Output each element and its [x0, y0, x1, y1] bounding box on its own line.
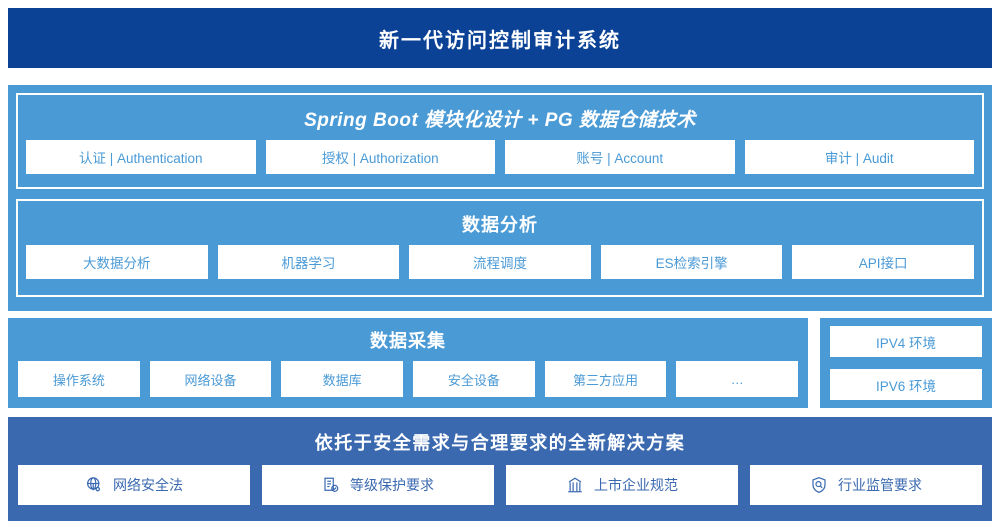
- module-process-scheduling[interactable]: 流程调度: [409, 245, 591, 279]
- globe-network-icon: [85, 476, 103, 494]
- compliance-panel: 依托于安全需求与合理要求的全新解决方案 网络安全法: [8, 417, 992, 521]
- application-layer-box: Spring Boot 模块化设计 + PG 数据仓储技术 认证 | Authe…: [16, 93, 984, 189]
- compliance-item-label: 等级保护要求: [350, 477, 434, 493]
- compliance-item-cybersecurity-law[interactable]: 网络安全法: [18, 465, 250, 505]
- module-api-interface[interactable]: API接口: [792, 245, 974, 279]
- environment-ipv6[interactable]: IPV6 环境: [830, 369, 982, 400]
- analysis-layer-box: 数据分析 大数据分析 机器学习 流程调度 ES检索引擎 API接口: [16, 199, 984, 297]
- module-authorization[interactable]: 授权 | Authorization: [265, 140, 495, 174]
- collection-row: 数据采集 操作系统 网络设备 数据库 安全设备 第三方应用 … IPV4 环境 …: [8, 318, 992, 408]
- bank-building-icon: [566, 476, 584, 494]
- analysis-layer-title: 数据分析: [462, 215, 538, 235]
- page-title: 新一代访问控制审计系统: [379, 29, 621, 52]
- module-audit[interactable]: 审计 | Audit: [744, 140, 974, 174]
- compliance-item-label: 网络安全法: [113, 477, 183, 493]
- source-database[interactable]: 数据库: [281, 361, 404, 397]
- source-network-device[interactable]: 网络设备: [149, 361, 272, 397]
- platform-panel: Spring Boot 模块化设计 + PG 数据仓储技术 认证 | Authe…: [8, 85, 992, 311]
- module-machine-learning[interactable]: 机器学习: [217, 245, 400, 279]
- collection-title: 数据采集: [370, 331, 446, 351]
- module-authentication[interactable]: 认证 | Authentication: [26, 140, 256, 174]
- compliance-title: 依托于安全需求与合理要求的全新解决方案: [314, 433, 686, 453]
- module-account[interactable]: 账号 | Account: [505, 140, 735, 174]
- compliance-item-listed-company-standard[interactable]: 上市企业规范: [506, 465, 738, 505]
- environment-ipv4[interactable]: IPV4 环境: [830, 326, 982, 357]
- application-layer-title: Spring Boot 模块化设计 + PG 数据仓储技术: [304, 110, 696, 131]
- source-security-device[interactable]: 安全设备: [413, 361, 535, 397]
- collection-panel: 数据采集 操作系统 网络设备 数据库 安全设备 第三方应用 …: [8, 318, 808, 408]
- source-operating-system[interactable]: 操作系统: [18, 361, 140, 397]
- compliance-item-industry-regulation[interactable]: 行业监管要求: [750, 465, 982, 505]
- compliance-item-label: 行业监管要求: [838, 477, 922, 493]
- environment-panel: IPV4 环境 IPV6 环境: [820, 318, 992, 408]
- application-module-row: 认证 | Authentication 授权 | Authorization 账…: [26, 140, 974, 174]
- module-big-data-analysis[interactable]: 大数据分析: [26, 245, 208, 279]
- shield-search-icon: [810, 476, 828, 494]
- compliance-item-classified-protection[interactable]: 等级保护要求: [262, 465, 494, 505]
- compliance-item-row: 网络安全法 等级保护要求: [18, 465, 982, 505]
- analysis-module-row: 大数据分析 机器学习 流程调度 ES检索引擎 API接口: [26, 245, 974, 279]
- compliance-item-label: 上市企业规范: [594, 477, 678, 493]
- collection-source-row: 操作系统 网络设备 数据库 安全设备 第三方应用 …: [18, 361, 799, 397]
- source-third-party-app[interactable]: 第三方应用: [544, 361, 667, 397]
- source-more[interactable]: …: [676, 361, 799, 397]
- page-header: 新一代访问控制审计系统: [8, 8, 992, 68]
- document-check-icon: [322, 476, 340, 494]
- module-es-search-engine[interactable]: ES检索引擎: [600, 245, 783, 279]
